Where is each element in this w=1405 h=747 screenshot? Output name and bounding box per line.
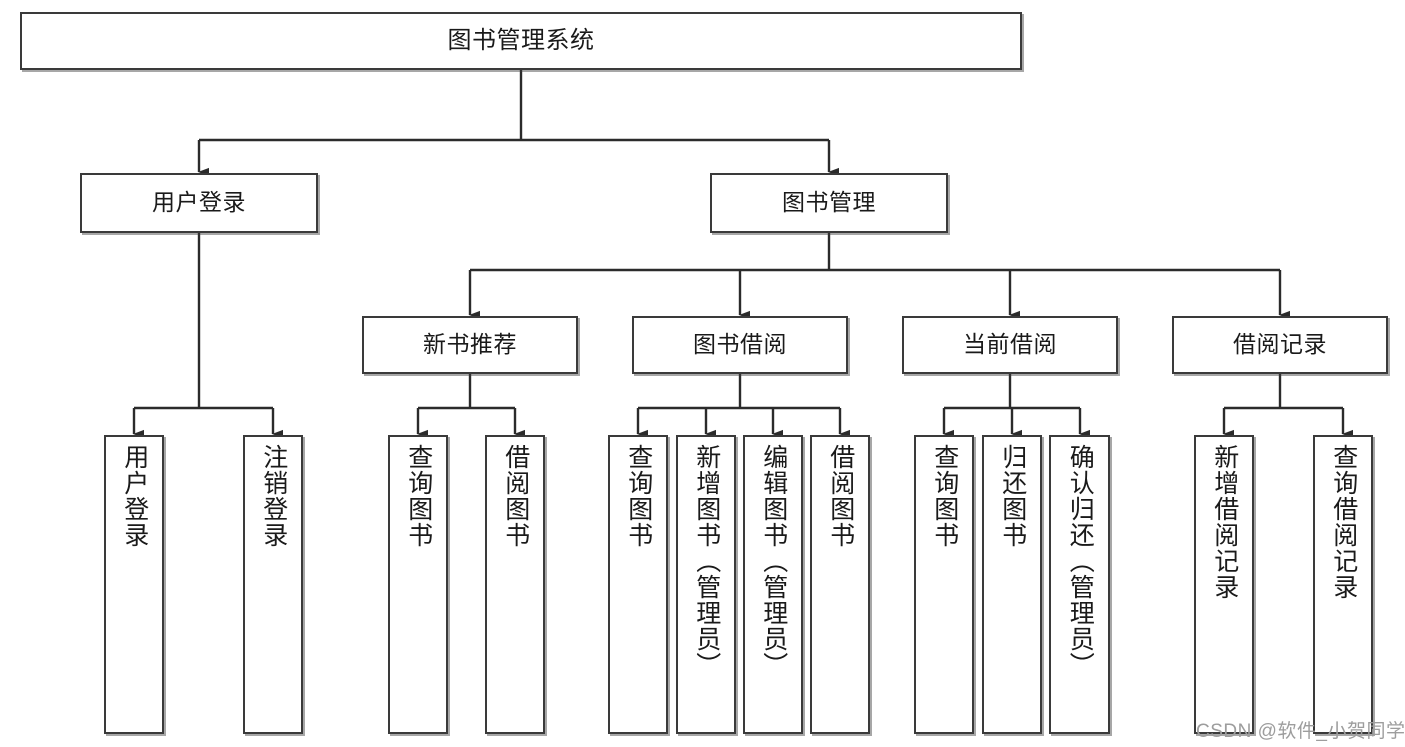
node-leaf-borrow-book-1[interactable]: 借阅图书 <box>485 435 545 734</box>
node-label: 归还图书 <box>998 444 1027 548</box>
watermark-text: CSDN @软件_小贺同学 <box>1196 721 1405 742</box>
node-leaf-add-book[interactable]: 新增图书（管理员） <box>676 435 736 734</box>
node-label: 查询图书 <box>404 444 433 548</box>
node-label: 新增图书（管理员） <box>692 444 721 678</box>
node-label: 查询借阅记录 <box>1329 444 1358 600</box>
node-book-manage[interactable]: 图书管理 <box>710 173 948 233</box>
node-label: 用户登录 <box>120 444 149 548</box>
node-label: 图书借阅 <box>693 331 787 358</box>
node-user-login[interactable]: 用户登录 <box>80 173 318 233</box>
node-label: 查询图书 <box>930 444 959 548</box>
node-label: 图书管理 <box>782 189 876 216</box>
node-leaf-query-book-1[interactable]: 查询图书 <box>388 435 448 734</box>
node-book-borrow[interactable]: 图书借阅 <box>632 316 848 374</box>
node-leaf-confirm-return[interactable]: 确认归还（管理员） <box>1049 435 1110 734</box>
node-root[interactable]: 图书管理系统 <box>20 12 1022 70</box>
node-new-book-rec[interactable]: 新书推荐 <box>362 316 578 374</box>
node-leaf-query-record[interactable]: 查询借阅记录 <box>1313 435 1373 734</box>
node-leaf-edit-book[interactable]: 编辑图书（管理员） <box>743 435 803 734</box>
node-borrow-record[interactable]: 借阅记录 <box>1172 316 1388 374</box>
node-label: 图书管理系统 <box>447 26 595 54</box>
node-leaf-query-book-2[interactable]: 查询图书 <box>608 435 668 734</box>
node-label: 借阅图书 <box>501 444 530 548</box>
node-leaf-query-book-3[interactable]: 查询图书 <box>914 435 974 734</box>
node-label: 注销登录 <box>259 444 288 548</box>
node-leaf-user-logout[interactable]: 注销登录 <box>243 435 303 734</box>
node-label: 新书推荐 <box>423 331 517 358</box>
node-leaf-return-book[interactable]: 归还图书 <box>982 435 1042 734</box>
node-label: 用户登录 <box>152 189 246 216</box>
node-label: 借阅记录 <box>1233 331 1327 358</box>
node-label: 当前借阅 <box>963 331 1057 358</box>
node-label: 编辑图书（管理员） <box>759 444 788 678</box>
node-label: 借阅图书 <box>826 444 855 548</box>
node-current-borrow[interactable]: 当前借阅 <box>902 316 1118 374</box>
node-leaf-add-record[interactable]: 新增借阅记录 <box>1194 435 1254 734</box>
node-leaf-user-login[interactable]: 用户登录 <box>104 435 164 734</box>
node-label: 确认归还（管理员） <box>1066 444 1095 678</box>
node-label: 查询图书 <box>624 444 653 548</box>
node-leaf-borrow-book-2[interactable]: 借阅图书 <box>810 435 870 734</box>
node-label: 新增借阅记录 <box>1210 444 1239 600</box>
